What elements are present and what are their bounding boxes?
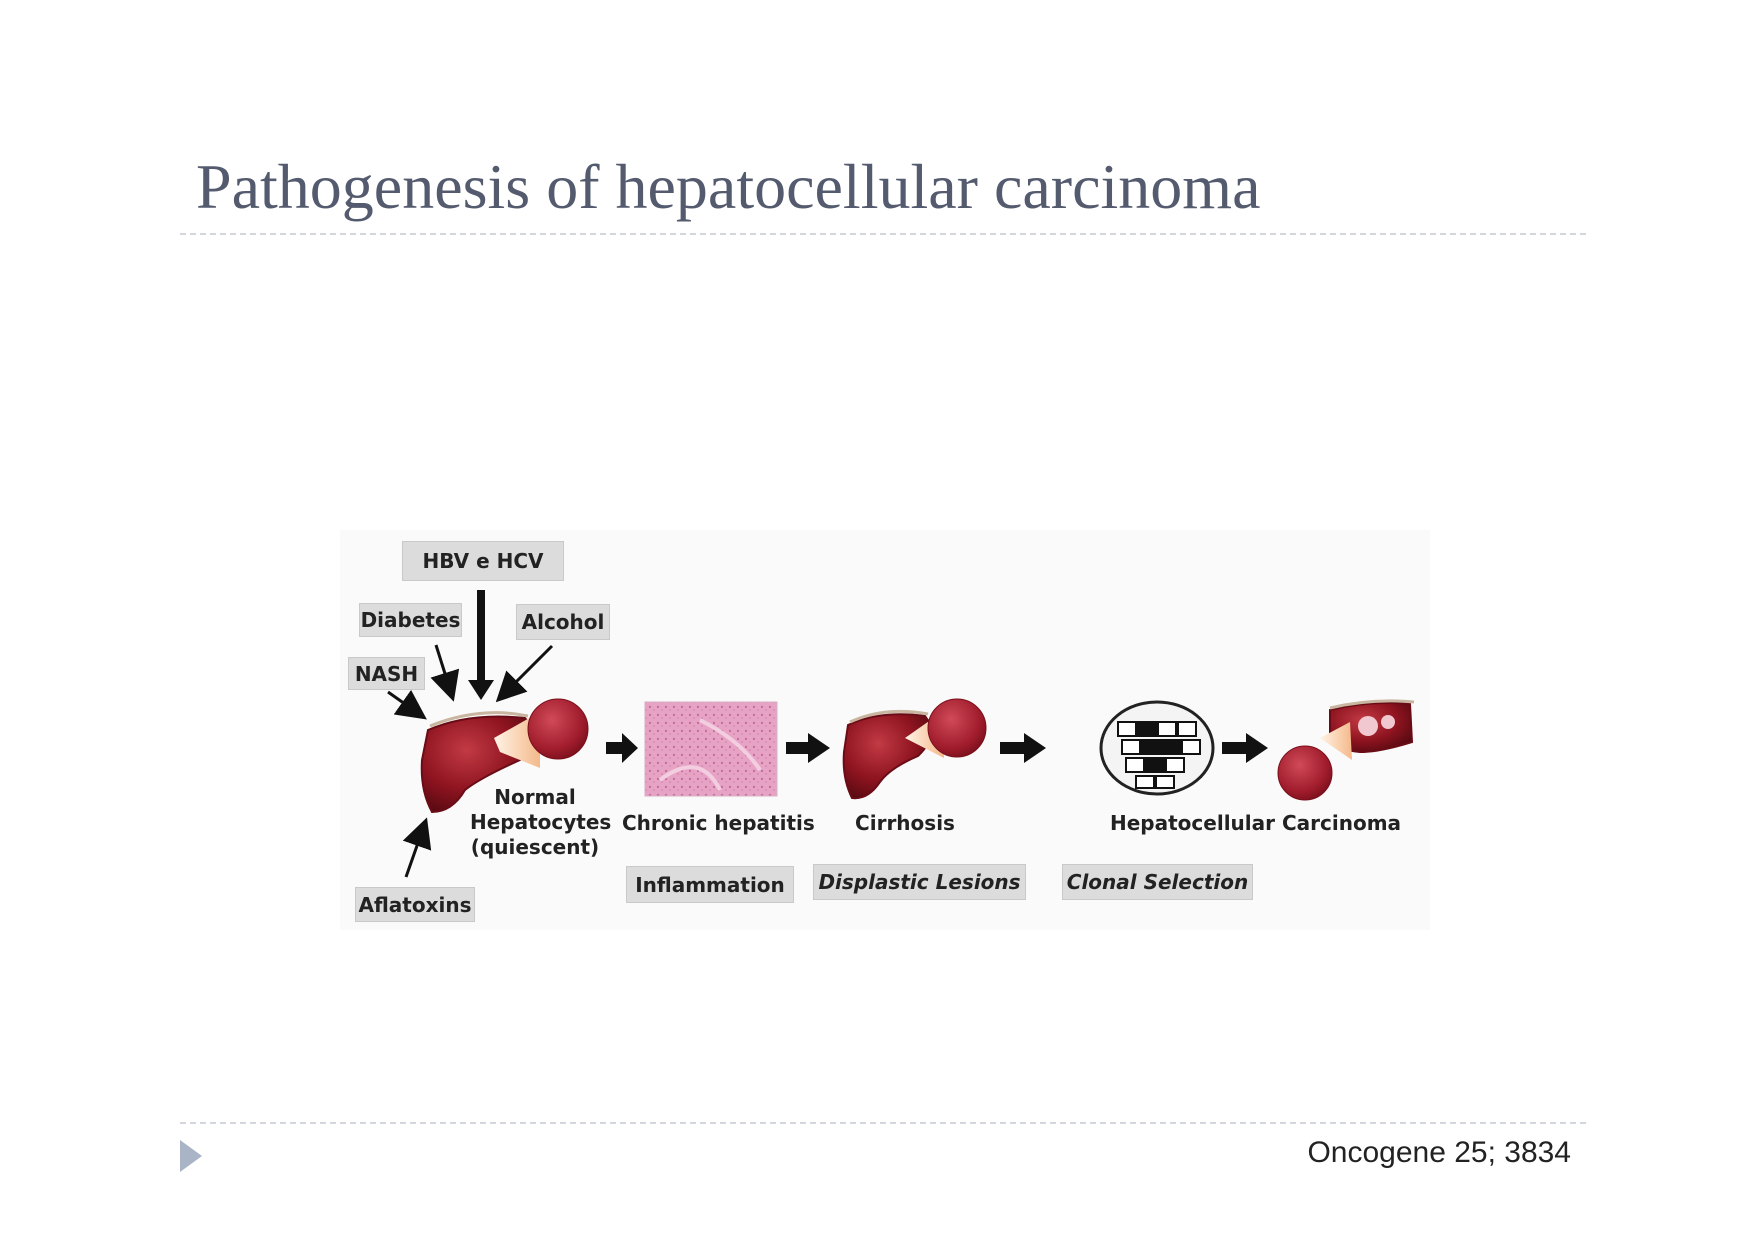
clonal-cells-illustration (1099, 700, 1215, 796)
hbv-arrow-head (468, 680, 494, 700)
aflatoxins-arrow (402, 817, 432, 878)
chronic-hepatitis-tissue (644, 701, 778, 797)
alcohol-arrow (495, 644, 554, 703)
arrow-hepatitis-to-cirrhosis (786, 733, 830, 763)
inflammation-box: Inflammation (626, 866, 794, 903)
aflatoxins-box: Aflatoxins (355, 887, 475, 922)
clonal-selection-box: Clonal Selection (1062, 864, 1253, 900)
nash-arrow (387, 689, 427, 720)
normal-hepatocytes-label: Normal Hepatocytes (quiescent) (470, 785, 612, 860)
arrow-cirrhosis-to-clonal (1000, 733, 1046, 763)
normal-liver-illustration (420, 698, 589, 814)
normal-label-line3: (quiescent) (470, 835, 600, 859)
slide-bullet-icon (180, 1140, 202, 1172)
hcc-label: Hepatocellular Carcinoma (1110, 811, 1402, 835)
hbv-hcv-box: HBV e HCV (402, 541, 564, 581)
title-divider (180, 233, 1586, 235)
displastic-lesions-box: Displastic Lesions (813, 864, 1026, 900)
diabetes-arrow (430, 644, 460, 702)
cirrhosis-label: Cirrhosis (855, 811, 955, 835)
hcc-liver-illustration (1277, 699, 1415, 801)
cirrhotic-liver-illustration (842, 698, 987, 800)
arrow-clonal-to-hcc (1222, 733, 1268, 763)
alcohol-box: Alcohol (516, 604, 610, 640)
normal-label-line1: Normal (494, 785, 576, 809)
arrow-normal-to-hepatitis (606, 733, 638, 763)
page-title: Pathogenesis of hepatocellular carcinoma (196, 151, 1261, 222)
citation: Oncogene 25; 3834 (1307, 1136, 1571, 1169)
diabetes-box: Diabetes (359, 603, 462, 637)
normal-label-line2: Hepatocytes (470, 810, 612, 834)
footer-divider (180, 1122, 1586, 1124)
chronic-hepatitis-label: Chronic hepatitis (622, 811, 815, 835)
nash-box: NASH (348, 657, 425, 690)
